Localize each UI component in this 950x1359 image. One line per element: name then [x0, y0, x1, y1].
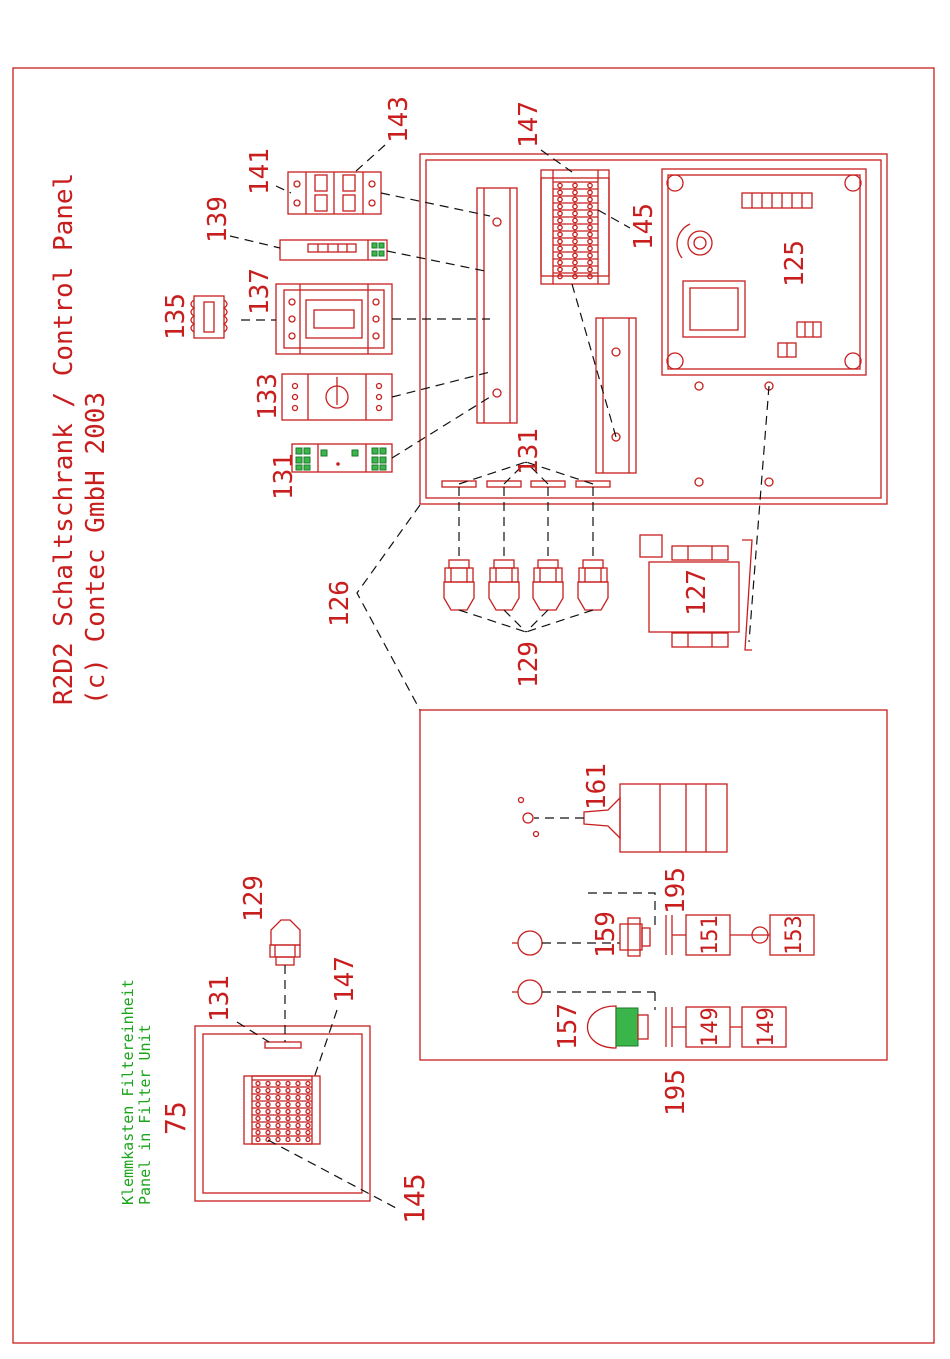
- label-151: 151: [698, 915, 723, 955]
- label-139: 139: [203, 196, 233, 243]
- cable-gland-1: [444, 487, 474, 610]
- circuit-breakers-141-143: [288, 172, 381, 214]
- label-131-bus: 131: [514, 428, 544, 475]
- filter-unit-caption-2: Panel in Filter Unit: [136, 1024, 154, 1205]
- label-131-filter: 131: [205, 975, 235, 1022]
- transformer-135: [191, 296, 227, 338]
- din-rail-vertical: [477, 188, 517, 423]
- label-161: 161: [582, 763, 612, 810]
- module-139: [280, 240, 387, 260]
- label-135: 135: [161, 293, 191, 340]
- cable-gland-4: [578, 487, 608, 610]
- cable-glands-129: [444, 487, 608, 610]
- label-141: 141: [245, 148, 275, 195]
- label-127: 127: [682, 569, 712, 616]
- label-137: 137: [245, 268, 275, 315]
- label-149a: 149: [698, 1007, 723, 1047]
- label-126: 126: [325, 580, 355, 627]
- relay-module-131: [292, 444, 392, 472]
- door-panel: [420, 710, 887, 1060]
- filter-cable-gland-129: [270, 920, 300, 965]
- label-125: 125: [780, 240, 810, 287]
- terminal-strip-filter: [244, 1076, 320, 1144]
- label-153: 153: [782, 915, 807, 955]
- label-75: 75: [159, 1101, 192, 1135]
- label-145-filter: 145: [398, 1173, 431, 1224]
- filter-unit-caption-1: Klemmkasten Filtereinheit: [119, 979, 137, 1205]
- cable-gland-3: [533, 487, 563, 610]
- selector-switch-161: [519, 784, 728, 852]
- label-149b: 149: [754, 1007, 779, 1047]
- cable-gland-2: [489, 487, 519, 610]
- title-line-1: R2D2 Schaltschrank / Control Panel: [49, 173, 79, 705]
- label-195-bottom: 195: [661, 1069, 691, 1116]
- filter-unit-box: [195, 1026, 370, 1201]
- mounting-plate-125: [662, 169, 866, 375]
- filter-gland-bar: [265, 1042, 301, 1048]
- label-143: 143: [384, 96, 414, 143]
- title-line-2: (c) Contec GmbH 2003: [81, 392, 111, 705]
- label-133: 133: [253, 373, 283, 420]
- label-195-top: 195: [661, 867, 691, 914]
- contactor-137: [276, 284, 392, 354]
- label-131-left: 131: [269, 453, 299, 500]
- din-rail-short: [596, 318, 636, 473]
- label-147-filter: 147: [330, 956, 360, 1003]
- label-159: 159: [591, 911, 621, 958]
- main-switch-133: [282, 374, 392, 420]
- label-145-main: 145: [629, 203, 659, 250]
- label-157: 157: [553, 1003, 583, 1050]
- label-147-main: 147: [514, 101, 544, 148]
- label-129-main: 129: [514, 641, 544, 688]
- label-129-filter: 129: [239, 875, 269, 922]
- terminal-strip-main: [541, 170, 609, 284]
